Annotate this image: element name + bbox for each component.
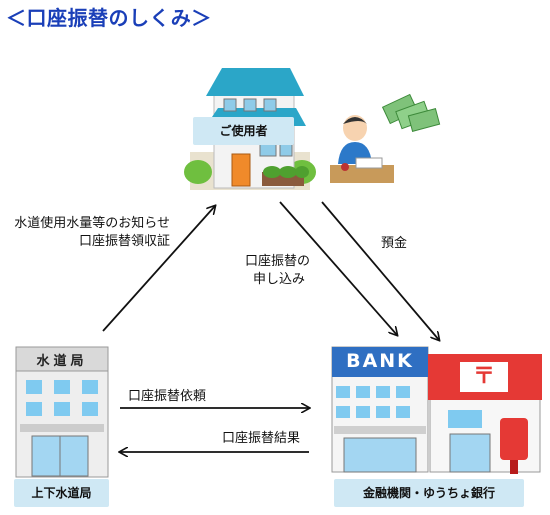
result-label: 口座振替結果 <box>222 431 301 446</box>
application-label-line1: 口座振替の <box>245 254 311 269</box>
waterworks-sign: 水道局 <box>36 354 88 369</box>
arrow-application <box>279 201 397 335</box>
person-illustration <box>330 115 394 183</box>
post-office-illustration <box>428 354 542 474</box>
waterworks-building-illustration <box>15 346 109 478</box>
arrow-notice <box>102 206 215 332</box>
arrow-deposit <box>321 201 439 340</box>
notice-label-line2: 口座振替領収証 <box>78 234 170 249</box>
page-title: ＜口座振替のしくみ＞ <box>6 6 212 30</box>
deposit-label: 預金 <box>381 236 408 251</box>
banks-label: 金融機関・ゆうちょ銀行 <box>334 479 524 507</box>
user-label: ご使用者 <box>193 117 294 145</box>
money-illustration <box>381 93 441 132</box>
bank-sign: BANK <box>346 350 414 372</box>
request-label: 口座振替依頼 <box>128 389 207 404</box>
notice-label-line1: 水道使用水量等のお知らせ <box>14 216 170 231</box>
bank-building-illustration <box>331 346 429 473</box>
application-label-line2: 申し込み <box>253 272 306 287</box>
waterworks-label: 上下水道局 <box>14 479 109 507</box>
post-sign: 〒 <box>472 364 495 389</box>
